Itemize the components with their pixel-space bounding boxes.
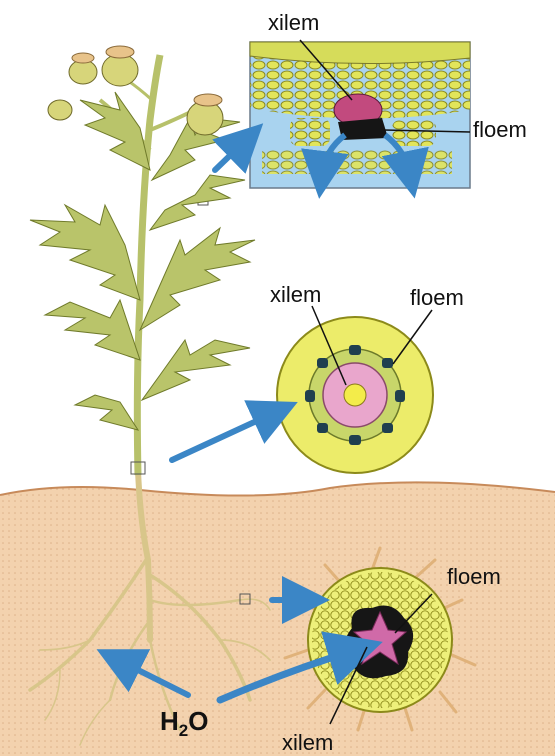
arrow-to-leaf-section (215, 140, 246, 170)
leaf-phloem-label: floem (473, 117, 527, 142)
stem-phloem-label: floem (410, 285, 464, 310)
soil-layer (0, 482, 555, 756)
root-phloem-label: floem (447, 564, 501, 589)
root-xylem-label: xilem (282, 730, 333, 755)
leaf-xylem-label: xilem (268, 10, 319, 35)
leaf-cross-section (250, 42, 470, 188)
arrow-to-stem-section (172, 412, 276, 460)
stem-xylem-label: xilem (270, 282, 321, 307)
